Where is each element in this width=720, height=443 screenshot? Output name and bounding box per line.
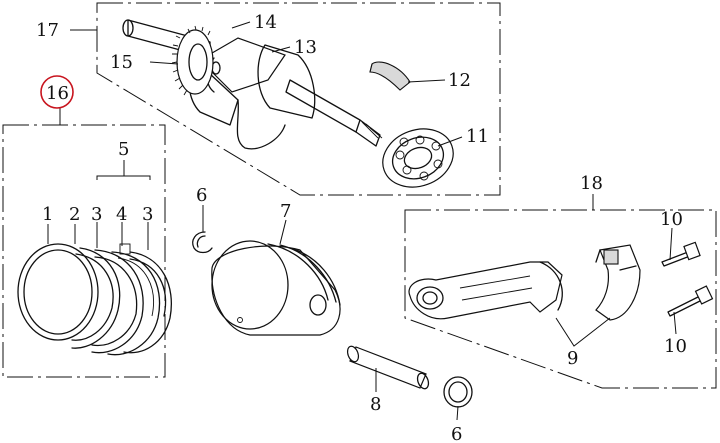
ball-bearing — [382, 128, 454, 188]
piston-ring-top — [17, 243, 99, 341]
crankshaft — [122, 19, 383, 150]
callout-16-highlight-ring — [40, 75, 74, 109]
oil-ring-side-rail-right — [123, 251, 172, 354]
callout-10-upper: 10 — [660, 209, 683, 230]
callout-17: 17 — [36, 20, 59, 41]
group-frame-16 — [2, 124, 166, 378]
connecting-rod — [408, 261, 563, 320]
callout-3-right: 3 — [142, 204, 153, 225]
piston-ring-second — [71, 247, 121, 349]
oil-ring-side-rail-left — [91, 249, 144, 354]
piston — [211, 240, 341, 336]
piston-pin — [346, 345, 430, 390]
callout-10-lower: 10 — [664, 336, 687, 357]
con-rod-bolt-upper — [661, 241, 701, 267]
callout-16: 16 — [46, 83, 69, 104]
callout-7: 7 — [280, 201, 291, 222]
callout-14: 14 — [254, 12, 277, 33]
callout-2: 2 — [69, 204, 80, 225]
callout-1: 1 — [42, 204, 53, 225]
piston-pin-clip-upper — [192, 231, 213, 254]
timing-gear — [171, 25, 214, 96]
group-frame-17 — [96, 2, 501, 196]
leader-lines — [47, 21, 677, 421]
woodruff-key — [369, 61, 411, 91]
callout-13: 13 — [294, 37, 317, 58]
callout-5: 5 — [118, 139, 129, 160]
callout-4: 4 — [116, 204, 127, 225]
callout-3-left: 3 — [91, 204, 102, 225]
callout-15: 15 — [110, 52, 133, 73]
con-rod-bolt-lower — [667, 285, 714, 317]
callout-6-upper: 6 — [196, 185, 207, 206]
callout-18: 18 — [580, 173, 603, 194]
group-frame-18 — [404, 209, 717, 389]
callout-6-lower: 6 — [451, 424, 462, 443]
piston-pin-clip-lower — [443, 376, 473, 408]
callout-11: 11 — [466, 126, 489, 147]
connecting-rod-cap — [595, 244, 641, 321]
callout-9: 9 — [567, 348, 578, 369]
callout-8: 8 — [370, 394, 381, 415]
callout-12: 12 — [448, 70, 471, 91]
